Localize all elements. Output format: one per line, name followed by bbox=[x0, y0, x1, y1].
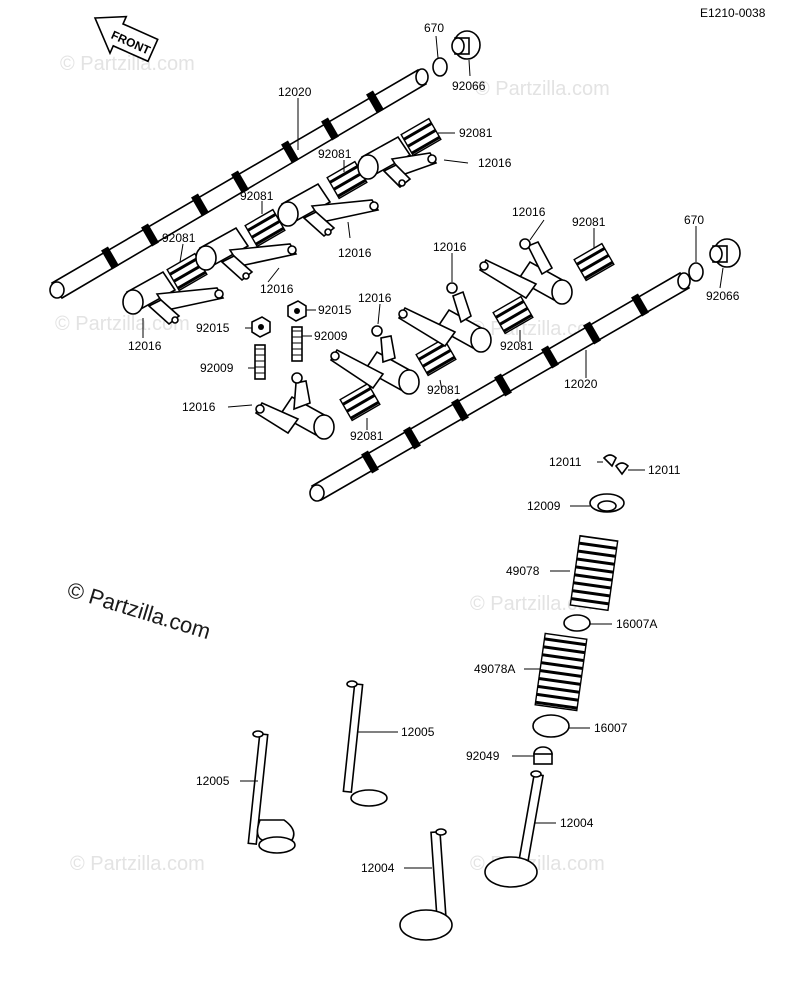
cotter-12011 bbox=[602, 454, 630, 476]
rocker-arm bbox=[397, 290, 492, 353]
copyright-text: © Partzilla.com bbox=[65, 577, 214, 644]
rocker-arm-assembly-lower bbox=[254, 238, 615, 440]
label-12016: 12016 bbox=[338, 246, 372, 260]
rocker-arm-assembly-upper bbox=[122, 117, 442, 326]
o-ring-670-lower bbox=[688, 262, 704, 282]
label-92009: 92009 bbox=[200, 361, 234, 375]
label-12016: 12016 bbox=[512, 205, 546, 219]
label-92081: 92081 bbox=[459, 126, 493, 140]
watermark-text: © Partzilla.com bbox=[70, 853, 205, 875]
label-670: 670 bbox=[424, 21, 444, 35]
spring-seat-16007 bbox=[532, 714, 570, 738]
o-ring-670-upper bbox=[432, 57, 448, 77]
rocker-arm bbox=[357, 135, 438, 189]
valve-12005-left bbox=[247, 730, 296, 854]
label-92081: 92081 bbox=[240, 189, 274, 203]
label-12004: 12004 bbox=[560, 816, 594, 830]
rocker-arm bbox=[254, 380, 335, 440]
rocker-arm bbox=[122, 270, 225, 326]
rocker-arm bbox=[478, 240, 573, 305]
rocker-spring bbox=[573, 242, 615, 282]
camshaft-lower bbox=[309, 271, 691, 502]
label-92081: 92081 bbox=[350, 429, 384, 443]
valve-spring-inner-49078A bbox=[534, 632, 588, 712]
label-49078A: 49078A bbox=[474, 662, 515, 676]
label-12016: 12016 bbox=[478, 156, 512, 170]
adjusting-screw-92009 bbox=[254, 344, 266, 380]
label-16007A: 16007A bbox=[616, 617, 657, 631]
label-670: 670 bbox=[684, 213, 704, 227]
label-92081: 92081 bbox=[427, 383, 461, 397]
label-92015: 92015 bbox=[196, 321, 230, 335]
rocker-spring bbox=[339, 382, 381, 422]
spring-retainer-12009 bbox=[589, 493, 625, 513]
label-12005: 12005 bbox=[196, 774, 230, 788]
rocker-spring bbox=[492, 295, 534, 335]
label-12020: 12020 bbox=[278, 85, 312, 99]
label-12016: 12016 bbox=[260, 282, 294, 296]
label-92066: 92066 bbox=[706, 289, 740, 303]
watermark-text: © Partzilla.com bbox=[60, 53, 195, 75]
watermark-text: © Partzilla.com bbox=[475, 78, 610, 100]
plug-92066-upper bbox=[451, 30, 481, 60]
label-92066: 92066 bbox=[452, 79, 486, 93]
label-49078: 49078 bbox=[506, 564, 540, 578]
label-12005: 12005 bbox=[401, 725, 435, 739]
label-92081: 92081 bbox=[500, 339, 534, 353]
valve-12004-right bbox=[484, 770, 545, 888]
label-92049: 92049 bbox=[466, 749, 500, 763]
rocker-spring bbox=[415, 337, 457, 377]
rocker-arm bbox=[329, 335, 420, 395]
plug-92066-lower bbox=[709, 238, 741, 268]
valve-12005-right bbox=[342, 680, 388, 807]
rocker-arm bbox=[195, 226, 298, 282]
watermark-text: © Partzilla.com bbox=[55, 313, 190, 335]
label-12004: 12004 bbox=[361, 861, 395, 875]
leader-lines bbox=[142, 35, 724, 869]
label-92081: 92081 bbox=[162, 231, 196, 245]
adjusting-screw-92009 bbox=[291, 326, 303, 362]
label-92015: 92015 bbox=[318, 303, 352, 317]
label-12016: 12016 bbox=[433, 240, 467, 254]
oil-seal-92049 bbox=[533, 746, 553, 765]
label-92081: 92081 bbox=[318, 147, 352, 161]
label-92081: 92081 bbox=[572, 215, 606, 229]
rocker-spring bbox=[400, 117, 442, 157]
camshaft-upper bbox=[49, 68, 429, 300]
adjusting-nut-92015 bbox=[287, 300, 307, 322]
label-12016: 12016 bbox=[358, 291, 392, 305]
spring-seat-16007A bbox=[563, 614, 591, 632]
valve-spring-outer-49078 bbox=[569, 534, 619, 612]
part-labels: 670 92066 12020 92081 92081 12016 92081 … bbox=[128, 21, 740, 875]
valve-12004-left bbox=[399, 828, 453, 941]
label-12011: 12011 bbox=[648, 463, 681, 477]
adjusting-nut-92015 bbox=[251, 316, 271, 338]
label-12020: 12020 bbox=[564, 377, 598, 391]
rocker-arm bbox=[277, 182, 380, 238]
label-92009: 92009 bbox=[314, 329, 348, 343]
diagram-code: E1210-0038 bbox=[700, 6, 766, 20]
label-12016: 12016 bbox=[128, 339, 162, 353]
label-12009: 12009 bbox=[527, 499, 561, 513]
label-12016: 12016 bbox=[182, 400, 216, 414]
label-12011: 12011 bbox=[549, 455, 582, 469]
label-16007: 16007 bbox=[594, 721, 628, 735]
